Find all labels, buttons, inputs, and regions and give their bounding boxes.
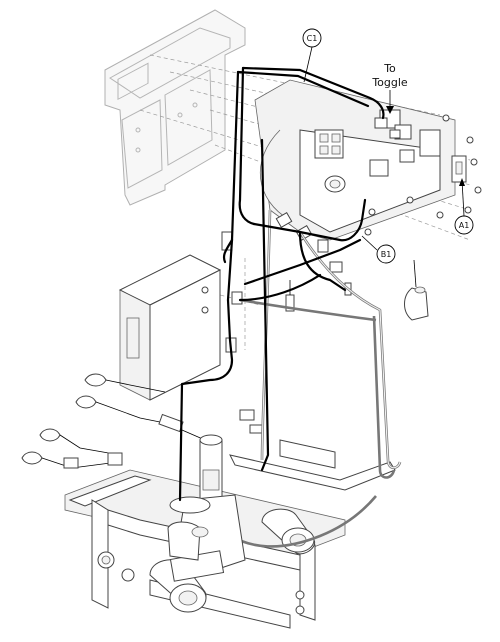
to-toggle-line2: Toggle (371, 76, 408, 89)
callout-c1: C1 (302, 28, 322, 83)
wire-pigtails (21, 373, 206, 469)
callout-a1: A1 (454, 178, 474, 235)
loose-hardware (285, 259, 429, 321)
to-toggle-line1: To (383, 62, 396, 75)
seat-mounting-plate (104, 9, 246, 206)
electronics-bracket (254, 79, 467, 241)
to-toggle-note: To Toggle (371, 62, 408, 114)
main-wiring-harness (178, 66, 385, 502)
base-frame (64, 439, 396, 629)
callout-a1-label: A1 (459, 221, 470, 230)
callout-b1-label: B1 (381, 250, 392, 259)
controller-box (118, 254, 222, 401)
callout-b1: B1 (361, 235, 396, 264)
actuator-assembly (167, 434, 246, 582)
mounting-screws (364, 114, 482, 236)
callout-c1-label: C1 (307, 34, 318, 43)
drive-motors (149, 495, 377, 613)
